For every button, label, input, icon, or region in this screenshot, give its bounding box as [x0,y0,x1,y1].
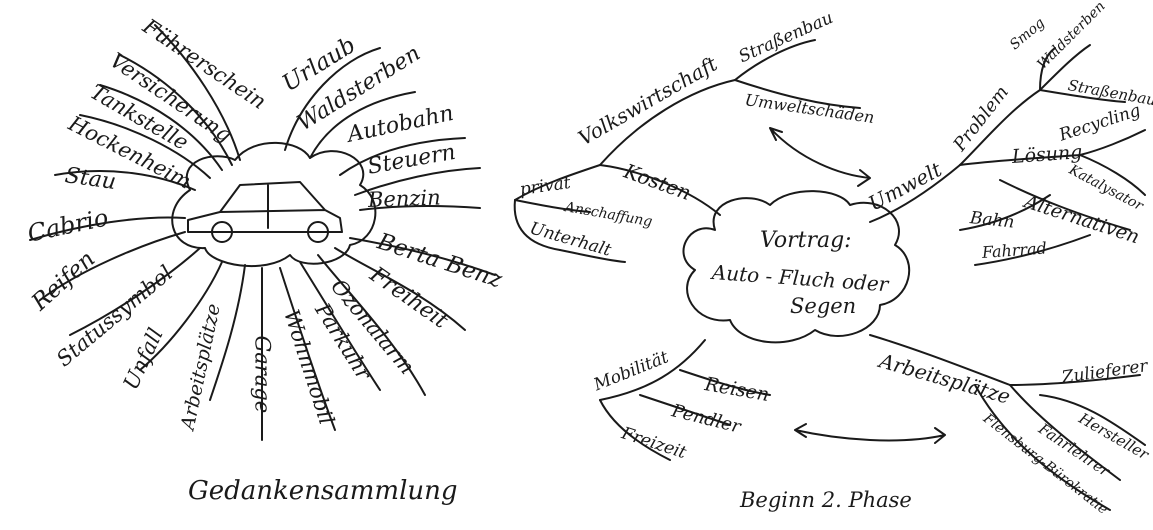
branch-bahn: Bahn [969,208,1016,233]
branch-fahrrad: Fahrrad [981,238,1048,262]
center-topic-line3: Segen [790,294,857,318]
center-topic-line1: Vortrag: [760,228,852,253]
right-center-cloud [682,190,911,344]
left-center-cloud [171,141,377,268]
arrow-mobilitaet-arbeitsplaetze [794,423,946,444]
arrow-volkswirtschaft-umwelt [769,127,871,187]
left-map-caption: Gedankensammlung [188,476,458,506]
car-wheel-front [211,221,233,243]
car-wheel-rear [307,221,329,243]
right-map-caption: Beginn 2. Phase [740,488,912,512]
car-icon [187,181,343,233]
